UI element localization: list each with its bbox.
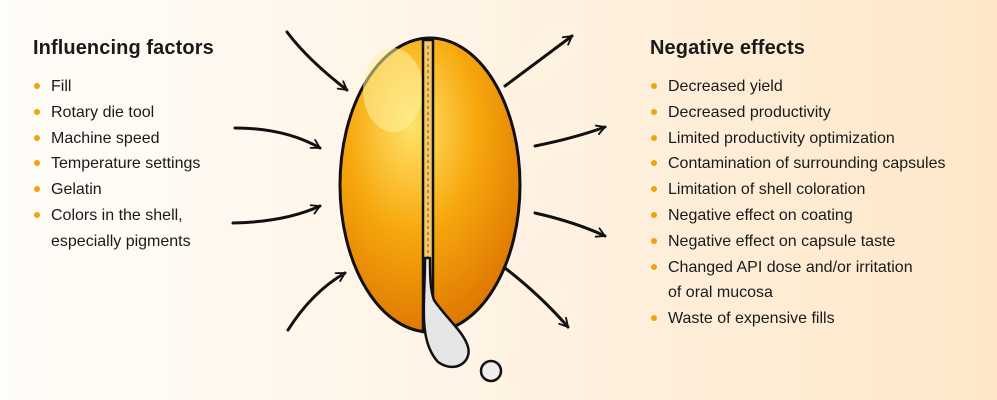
negative-effect-item-text: Changed API dose and/or irritation bbox=[668, 258, 913, 276]
leak-droplet bbox=[479, 359, 503, 383]
influencing-factor-item: Temperature settings bbox=[33, 151, 253, 177]
arrow-in-4 bbox=[286, 271, 347, 332]
influencing-factor-item: Gelatin bbox=[33, 177, 253, 203]
negative-effect-item-text: Contamination of surrounding capsules bbox=[668, 155, 946, 173]
negative-effect-item: Negative effect on coating bbox=[650, 203, 995, 229]
influencing-factor-item-text: Gelatin bbox=[51, 181, 102, 199]
negative-effect-item-text: Limitation of shell coloration bbox=[668, 181, 866, 199]
influence-arrows bbox=[231, 30, 349, 332]
influencing-factor-item-text: especially pigments bbox=[51, 232, 191, 250]
negative-effect-item: Decreased productivity bbox=[650, 100, 995, 126]
influencing-factor-item-text: Fill bbox=[51, 78, 72, 95]
influencing-factor-item-text: Temperature settings bbox=[51, 155, 201, 173]
arrow-in-2 bbox=[233, 126, 322, 150]
effect-arrows bbox=[503, 34, 607, 329]
influencing-factor-item: Colors in the shell, especially pigments bbox=[33, 203, 253, 255]
influencing-factor-item: Machine speed bbox=[33, 126, 253, 152]
capsule-highlight bbox=[363, 48, 423, 132]
negative-effect-item: Changed API dose and/or irritation of ora… bbox=[650, 255, 995, 307]
negative-effect-item-text: of oral mucosa bbox=[668, 284, 773, 302]
leak-drop bbox=[422, 256, 470, 369]
capsule-icon bbox=[338, 36, 522, 334]
arrow-in-3 bbox=[231, 204, 322, 225]
negative-effects-title: Negative effects bbox=[650, 37, 805, 59]
influencing-factor-item-text: Machine speed bbox=[51, 129, 160, 147]
negative-effect-item: Limited productivity optimization bbox=[650, 126, 995, 152]
negative-effect-item: Waste of expensive fills bbox=[650, 306, 995, 332]
influencing-factor-item-text: Colors in the shell, bbox=[51, 206, 183, 224]
negative-effect-item-text: Negative effect on capsule taste bbox=[668, 232, 896, 250]
arrow-in-1 bbox=[285, 30, 349, 92]
negative-effect-item-text: Waste of expensive fills bbox=[668, 310, 835, 328]
influencing-factor-item: Fill bbox=[33, 74, 253, 100]
arrow-out-2 bbox=[533, 124, 607, 148]
negative-effect-item: Negative effect on capsule taste bbox=[650, 229, 995, 255]
negative-effect-item: Contamination of surrounding capsules bbox=[650, 151, 995, 177]
influencing-factors-title: Influencing factors bbox=[33, 37, 214, 59]
negative-effect-item: Decreased yield bbox=[650, 74, 995, 100]
influencing-factor-item: Rotary die tool bbox=[33, 100, 253, 126]
negative-effect-item-text: Negative effect on coating bbox=[668, 206, 853, 224]
negative-effect-item-text: Decreased productivity bbox=[668, 103, 831, 121]
negative-effect-item-text: Limited productivity optimization bbox=[668, 129, 895, 147]
arrow-out-1 bbox=[503, 34, 574, 88]
leaking-fill-drop-icon bbox=[422, 256, 503, 383]
negative-effect-item-text: Decreased yield bbox=[668, 78, 783, 95]
influencing-factor-item-text: Rotary die tool bbox=[51, 103, 155, 121]
negative-effect-item: Limitation of shell coloration bbox=[650, 177, 995, 203]
arrow-out-4 bbox=[503, 266, 570, 329]
arrow-out-3 bbox=[533, 211, 607, 238]
